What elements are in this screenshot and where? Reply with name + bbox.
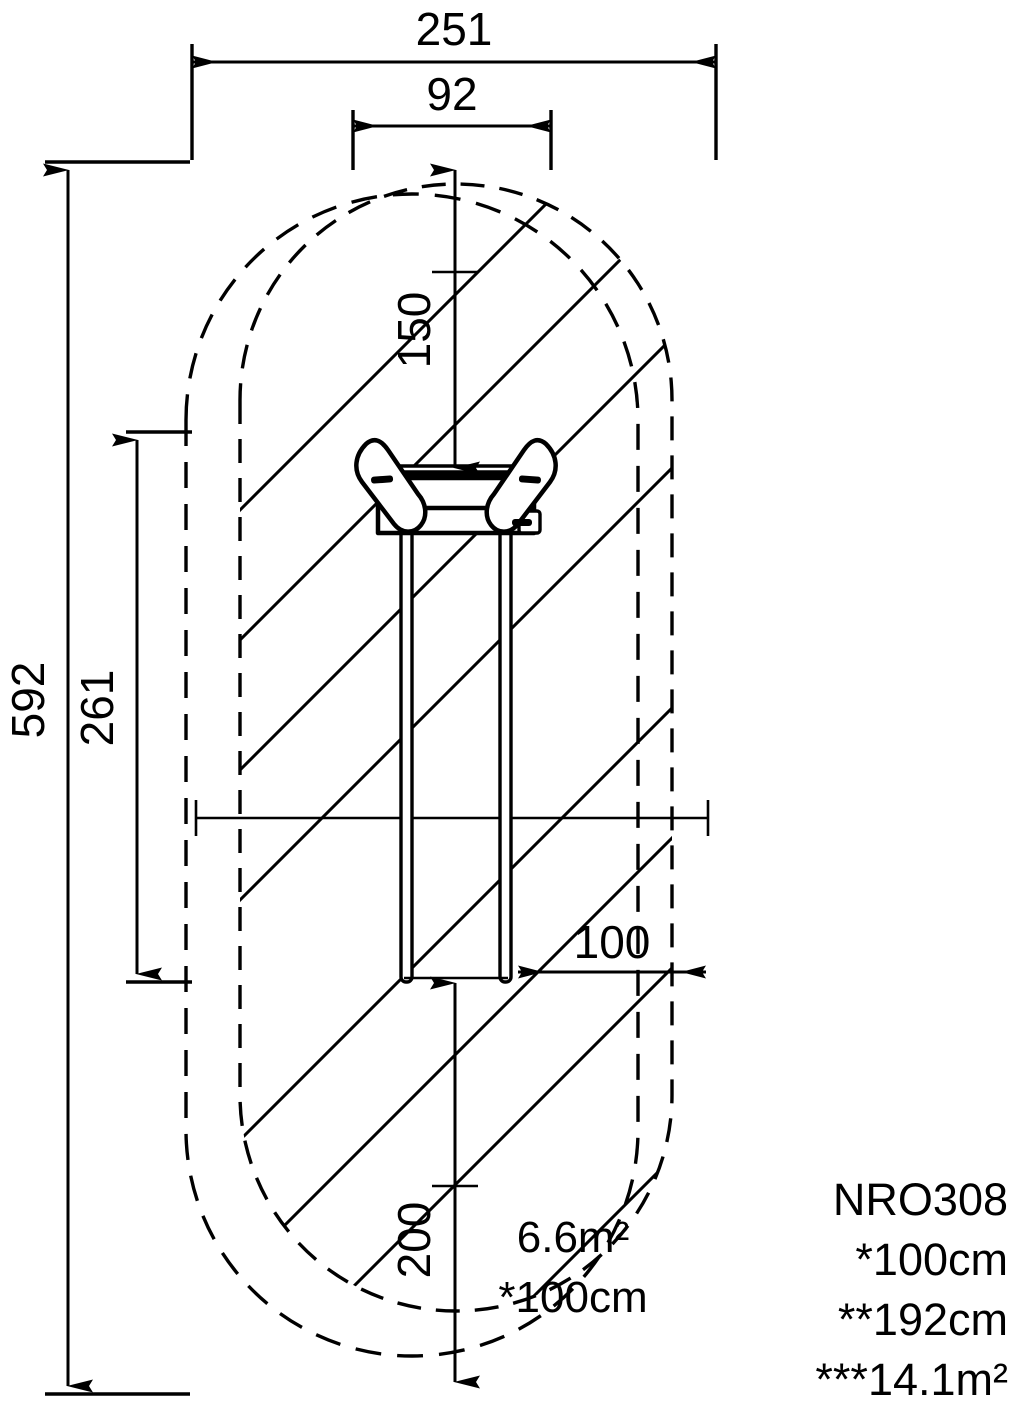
annotation-fall-height: *100cm	[498, 1273, 647, 1322]
legend-product-code: NRO308	[833, 1174, 1008, 1225]
legend-block: NRO308 *100cm **192cm ***14.1m²	[815, 1174, 1008, 1405]
legend-line-1: *100cm	[855, 1234, 1008, 1285]
zone-annotation: 6.6m² *100cm	[498, 1213, 647, 1322]
handle-right	[484, 437, 558, 534]
dimension-clearance-bottom: 200	[388, 976, 480, 1389]
dimension-label-92: 92	[426, 68, 477, 120]
dimension-label-200: 200	[388, 1202, 440, 1279]
dimension-label-261: 261	[71, 670, 123, 747]
equipment-ladder	[399, 517, 513, 984]
legend-line-2: **192cm	[838, 1294, 1008, 1345]
dimension-overall-length: 592	[2, 160, 190, 1396]
dimension-equipment-width: 92	[351, 68, 553, 170]
dimension-label-150: 150	[388, 292, 440, 369]
legend-line-3: ***14.1m²	[815, 1354, 1008, 1405]
outer-safety-zone-outline	[184, 192, 640, 1358]
equipment-top-assembly	[354, 437, 558, 536]
dimension-overall-width: 251	[190, 3, 718, 160]
annotation-area: 6.6m²	[517, 1213, 629, 1262]
handle-left	[354, 437, 428, 534]
dimension-clearance-side: 100	[518, 916, 706, 979]
dimension-label-100: 100	[574, 916, 651, 968]
dimension-clearance-top: 150	[388, 163, 480, 475]
inner-safety-zone-outline	[238, 182, 674, 1313]
dimension-label-592: 592	[2, 662, 54, 739]
dimension-label-251: 251	[416, 3, 493, 55]
dimension-equipment-length: 261	[71, 430, 192, 984]
